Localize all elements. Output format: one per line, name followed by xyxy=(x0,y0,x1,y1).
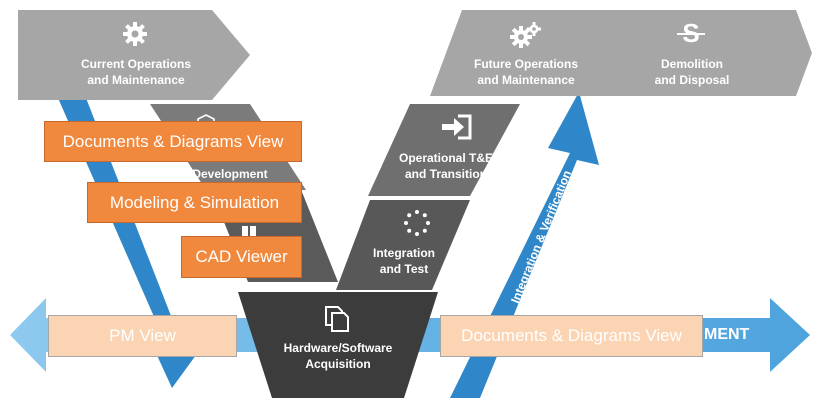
dots-circle-icon xyxy=(404,210,430,236)
current-ops-line2: and Maintenance xyxy=(87,73,185,87)
future-ops-line1: Future Operations xyxy=(473,57,578,71)
window-icon xyxy=(242,226,256,238)
current-ops-label: Current Operations and Maintenance xyxy=(76,56,196,88)
future-ops-line2: and Maintenance xyxy=(477,73,575,87)
band-right-label: MENT xyxy=(704,326,750,343)
op-te-panel xyxy=(368,104,520,196)
future-ops-label: Future Operations and Maintenance xyxy=(466,56,586,88)
integration-label: Integration and Test xyxy=(364,245,444,277)
cad-viewer-button[interactable]: CAD Viewer xyxy=(181,236,302,278)
integration-line1: Integration xyxy=(373,246,435,260)
modeling-simulation-button[interactable]: Modeling & Simulation xyxy=(87,182,302,223)
hw-sw-line2: Acquisition xyxy=(305,357,371,371)
documents-diagrams-view-bottom-button[interactable]: Documents & Diagrams View xyxy=(440,315,703,357)
integration-line2: and Test xyxy=(379,262,429,276)
op-te-line2: and Transition xyxy=(404,167,487,181)
development-label: Development xyxy=(192,167,268,181)
demolition-line1: Demolition xyxy=(661,57,723,71)
hw-sw-line1: Hardware/Software xyxy=(283,341,393,355)
dollar-strike-icon: S xyxy=(677,18,705,48)
copy-icon xyxy=(325,306,349,332)
op-te-label: Operational T&E and Transition xyxy=(396,150,496,182)
gears-icon xyxy=(510,22,541,48)
integration-panel xyxy=(336,200,470,290)
current-ops-panel xyxy=(18,10,250,100)
demolition-line2: and Disposal xyxy=(654,73,730,87)
op-te-line1: Operational T&E xyxy=(398,151,493,165)
pm-view-button[interactable]: PM View xyxy=(48,315,237,357)
hw-sw-panel xyxy=(238,292,438,398)
right-up-arrow xyxy=(450,92,599,398)
cube-icon xyxy=(197,114,215,130)
documents-diagrams-view-button[interactable]: Documents & Diagrams View xyxy=(44,121,302,162)
hw-sw-label: Hardware/Software Acquisition xyxy=(276,340,400,372)
gear-icon xyxy=(123,22,147,46)
demolition-label: Demolition and Disposal xyxy=(642,56,742,88)
sign-in-icon xyxy=(442,114,472,140)
current-ops-line1: Current Operations xyxy=(80,57,191,71)
